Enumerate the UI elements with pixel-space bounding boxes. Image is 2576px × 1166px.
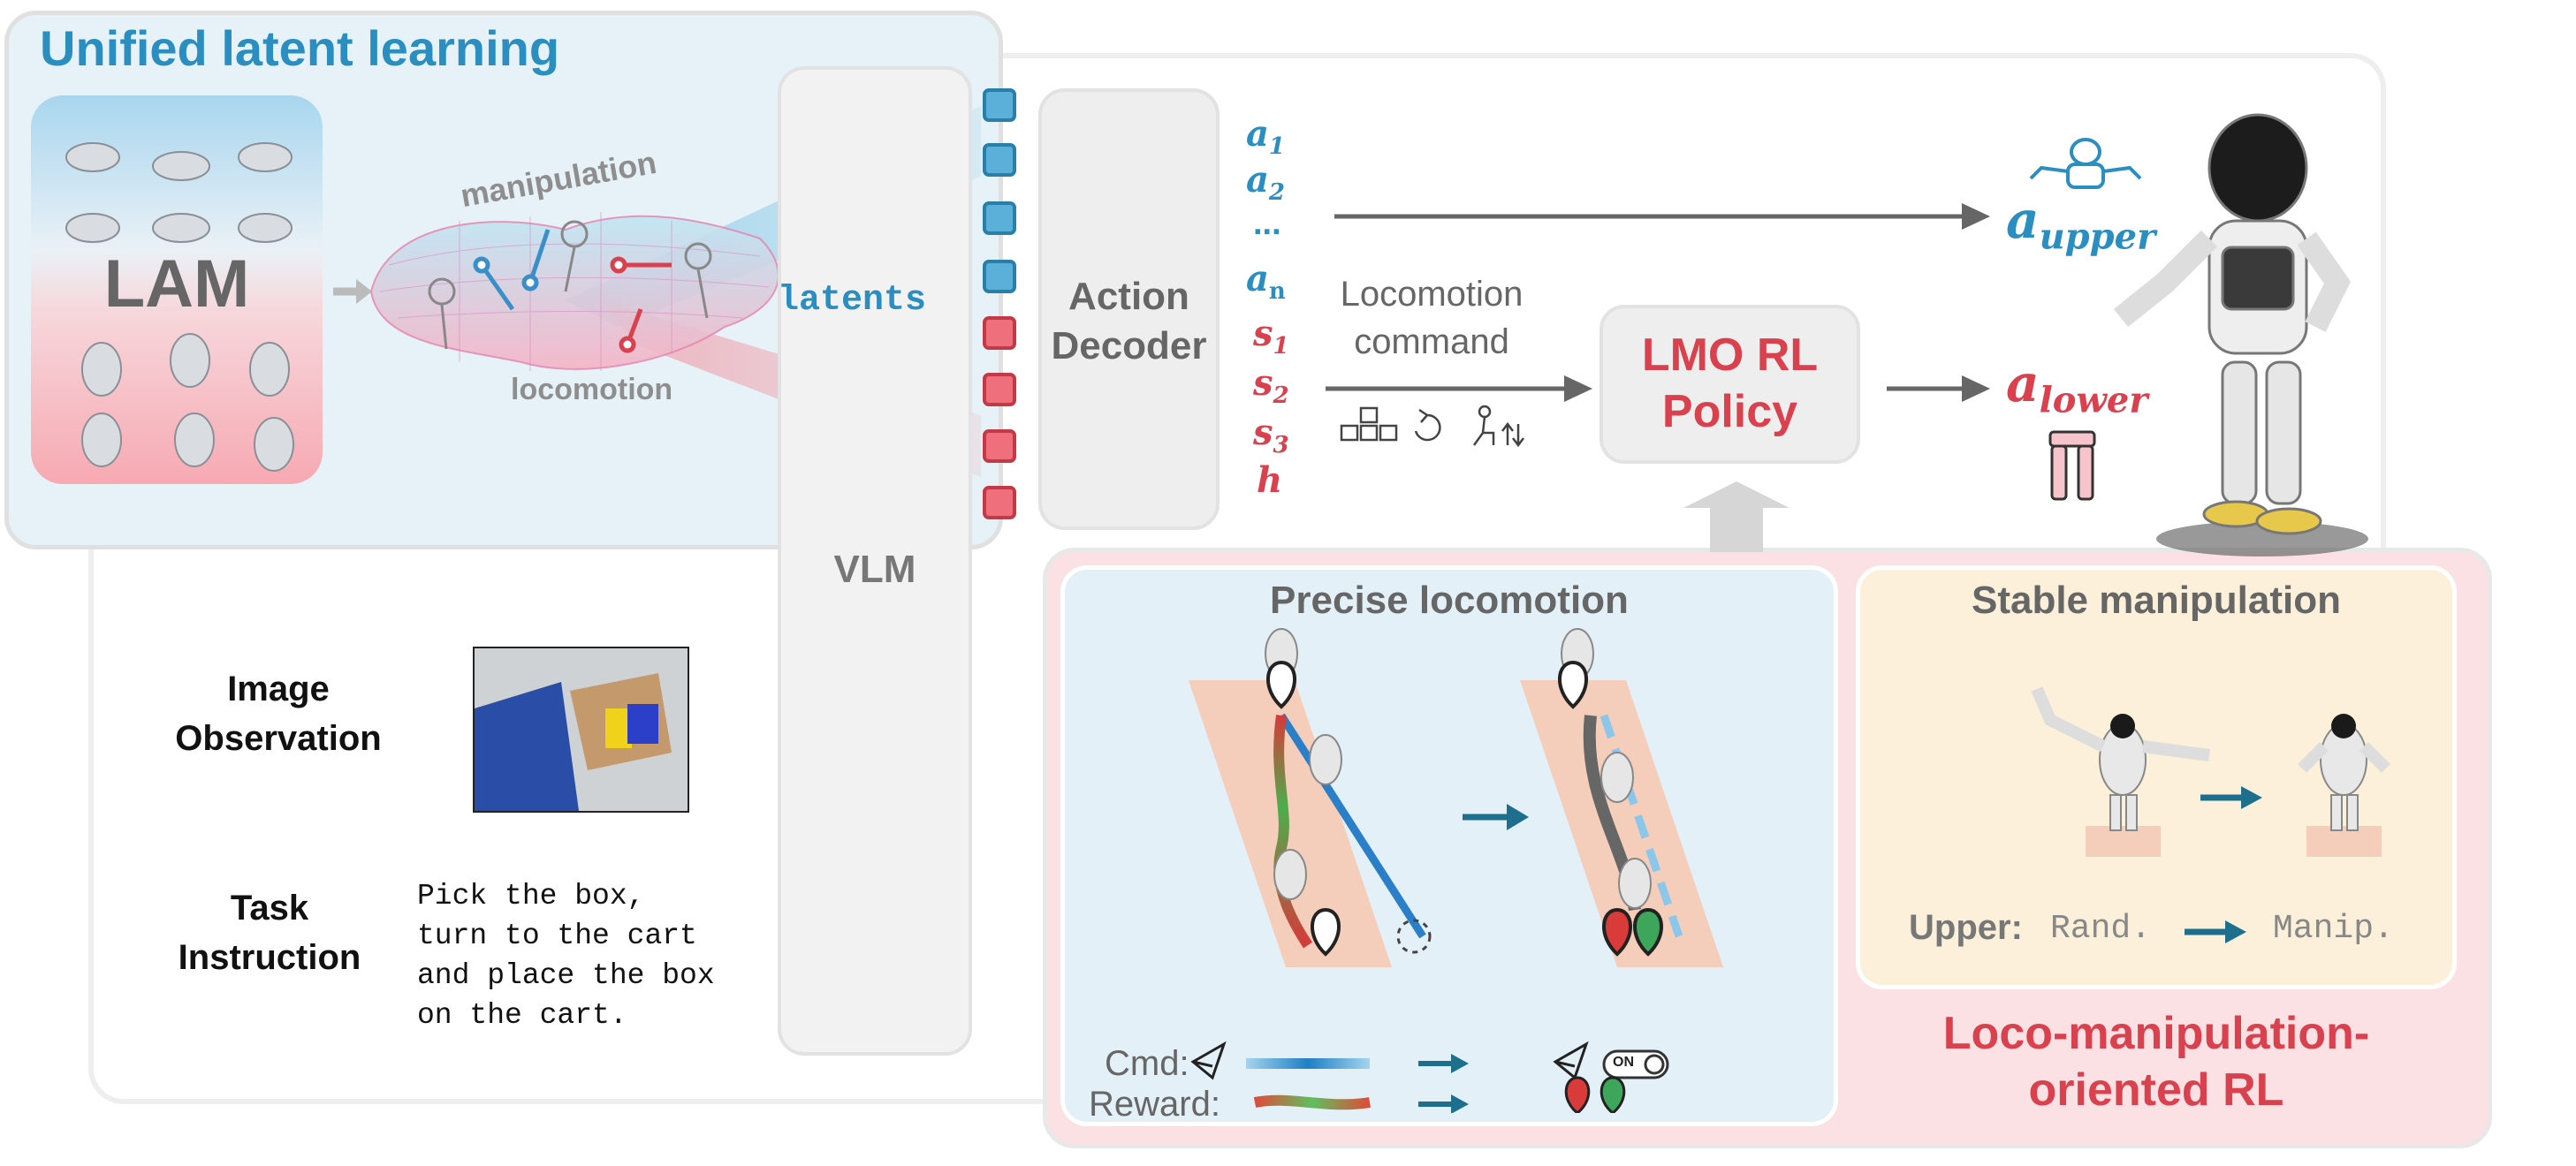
cmd-label: Cmd:: [1105, 1044, 1189, 1083]
policy-line-1: LMO RL: [1641, 329, 1819, 381]
output-a2: a2: [1246, 159, 1286, 206]
arrow-key-icon: [1359, 406, 1379, 424]
instruction-line: and place the box: [417, 959, 715, 992]
rotate-icon: [1414, 413, 1441, 442]
action-upper: aupper: [2006, 190, 2156, 258]
rl-section-title: Loco-manipulation- oriented RL: [1856, 1005, 2457, 1118]
task-instruction-text: Pick the box, turn to the cart and place…: [417, 876, 715, 1035]
send-icon: [1553, 1041, 1589, 1080]
upper-label: Upper:: [1909, 908, 2023, 947]
image-observation-label: Image Observation: [133, 664, 424, 763]
vlm-column: [778, 66, 972, 1056]
output-s2: s2: [1253, 362, 1289, 409]
rl-title-line-2: oriented RL: [2028, 1064, 2284, 1116]
lam-arrow: [333, 279, 372, 304]
action-decoder-label: Action Decoder: [1038, 272, 1220, 371]
precise-locomotion-title: Precise locomotion: [1270, 579, 1629, 622]
toggle-text: ON: [1613, 1055, 1634, 1070]
task-label-line-2: Instruction: [178, 938, 361, 977]
latent-token-blue: [983, 88, 1016, 122]
flow-arrows: [1326, 203, 1990, 552]
output-h: h: [1257, 459, 1283, 501]
precise-locomotion-panel: [1060, 565, 1838, 1126]
latent-token-red: [983, 486, 1016, 519]
task-instruction-label: Task Instruction: [124, 883, 415, 982]
policy-line-2: Policy: [1661, 386, 1798, 437]
latents-label: latents: [778, 281, 927, 321]
lam-box: LAM: [31, 95, 323, 484]
manipulation-illustration: [2031, 686, 2390, 857]
output-s1: s1: [1253, 313, 1289, 360]
lmo-rl-policy-label: LMO RL Policy: [1600, 327, 1860, 440]
upper-to: Manip.: [2273, 910, 2394, 948]
lam-robot-thumbnails: [65, 142, 294, 472]
stable-manipulation-title: Stable manipulation: [1971, 579, 2342, 622]
command-icons: [1340, 405, 1524, 448]
lam-label: LAM: [103, 246, 250, 322]
image-label-line-1: Image: [227, 670, 330, 708]
action-lower: alower: [2006, 353, 2148, 421]
rand-to-manip-arrow: [2185, 920, 2246, 943]
locomotion-illustration: [1189, 628, 1723, 1113]
loco-command-line-1: Locomotion: [1340, 275, 1524, 314]
upper-from: Rand.: [2050, 910, 2152, 948]
locomotion-command-label: Locomotion command: [1317, 270, 1546, 366]
instruction-line: turn to the cart: [417, 920, 697, 952]
latent-token-red: [983, 429, 1016, 463]
output-dots: ...: [1253, 205, 1281, 242]
loco-command-line-2: command: [1354, 322, 1509, 361]
locomotion-label: locomotion: [511, 373, 673, 406]
send-icon: [1190, 1041, 1227, 1080]
output-a1: a1: [1246, 113, 1286, 160]
action-decoder-box: [1038, 88, 1220, 530]
humanoid-robot-image: [2113, 113, 2368, 556]
lmo-rl-policy-box: [1600, 305, 1860, 464]
unified-title: Unified latent learning: [40, 20, 560, 76]
latent-tokens: [983, 88, 1020, 548]
output-s3: s3: [1253, 412, 1289, 458]
reward-label: Reward:: [1089, 1085, 1220, 1124]
latent-token-blue: [983, 201, 1016, 235]
latent-token-blue: [983, 260, 1016, 293]
lower-body-icon: [2048, 430, 2096, 501]
instruction-line: Pick the box,: [417, 880, 645, 912]
observation-photo: [473, 647, 689, 813]
instruction-line: on the cart.: [417, 999, 627, 1032]
image-label-line-2: Observation: [175, 719, 382, 758]
latent-token-red: [983, 316, 1016, 350]
output-an: an: [1246, 258, 1286, 305]
latent-token-red: [983, 373, 1016, 406]
upper-body-icon: [2029, 138, 2142, 189]
task-label-line-1: Task: [230, 889, 309, 928]
decoder-line-2: Decoder: [1051, 324, 1207, 367]
rl-title-line-1: Loco-manipulation-: [1942, 1008, 2370, 1059]
vlm-label: VLM: [833, 548, 916, 591]
latent-token-blue: [983, 143, 1016, 177]
decoder-line-1: Action: [1068, 275, 1189, 318]
